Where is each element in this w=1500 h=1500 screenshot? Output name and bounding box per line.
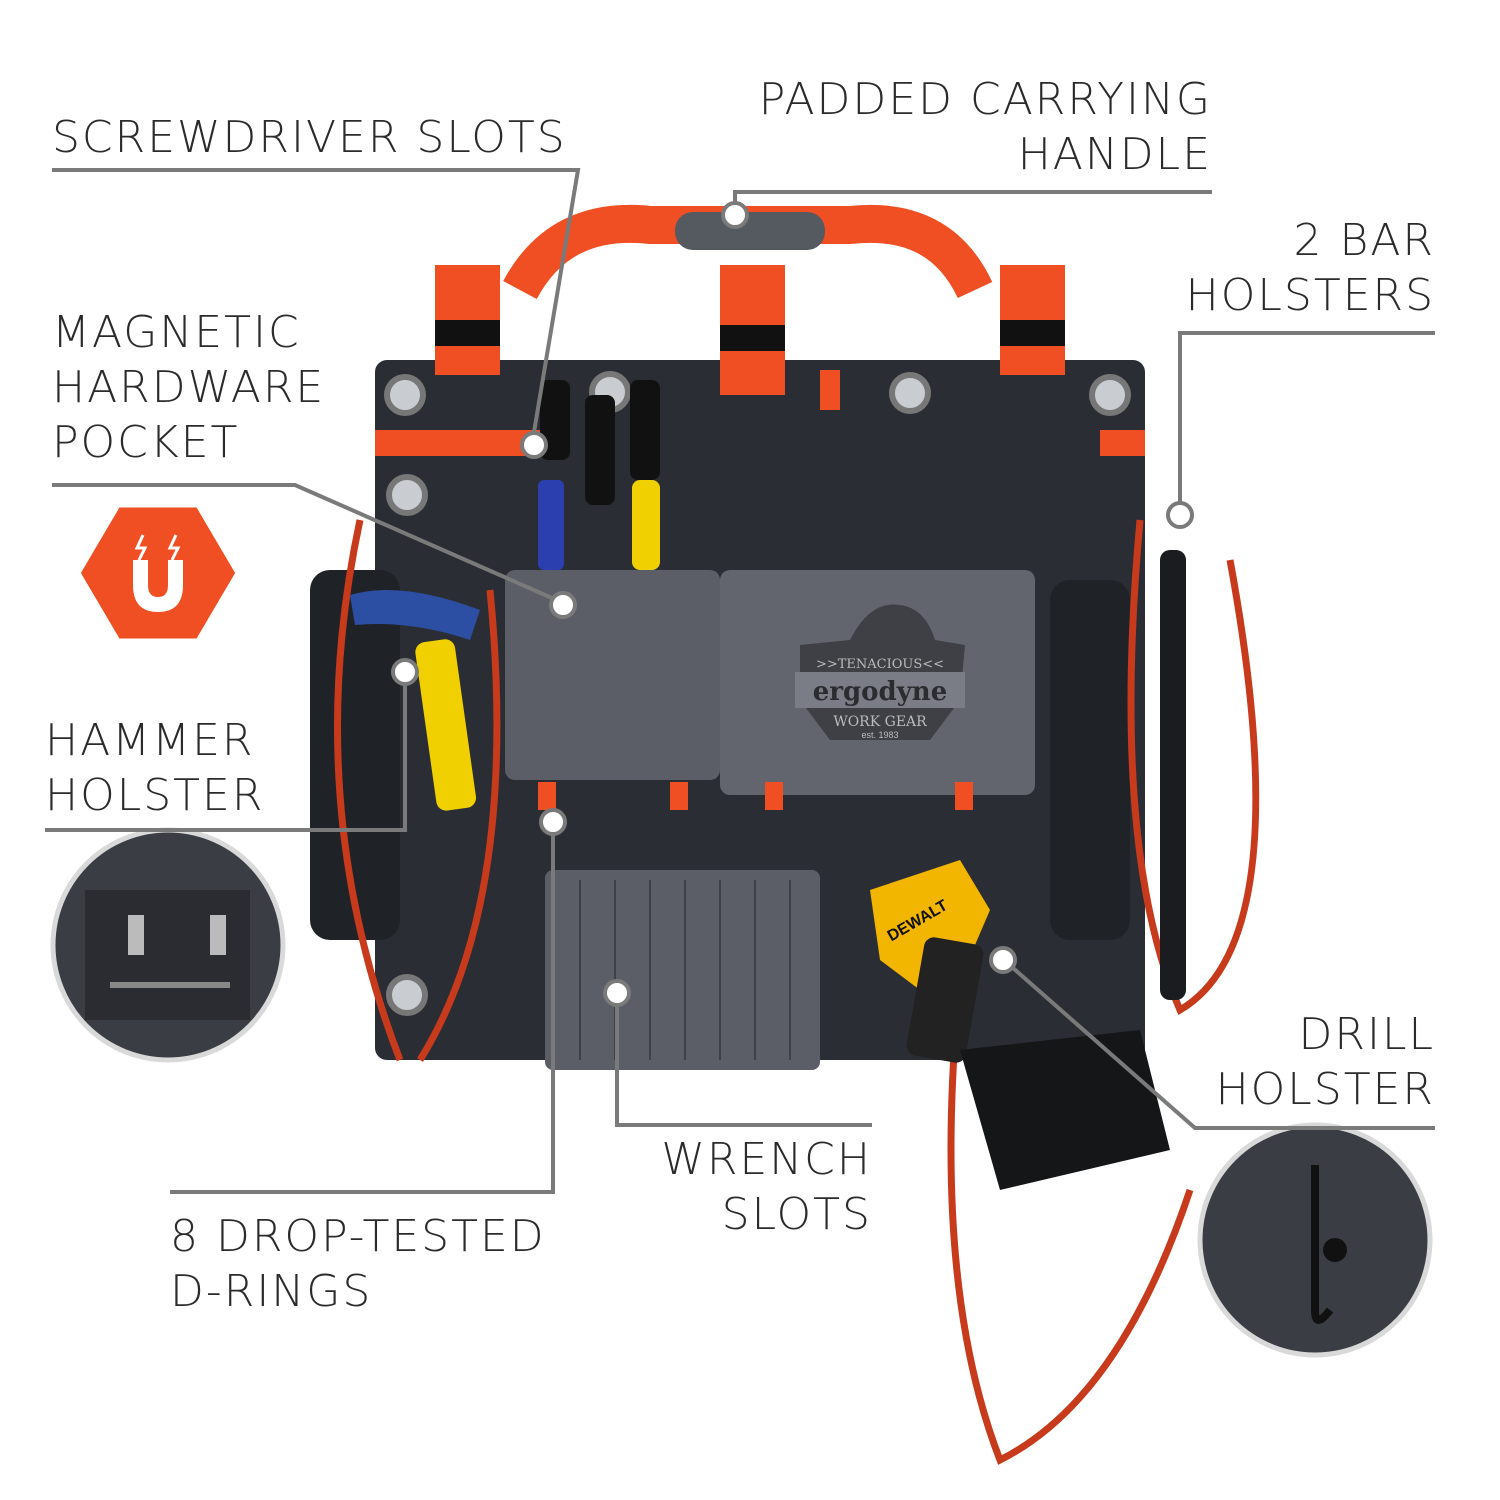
drill-holster-detail [1197,1122,1433,1358]
callout-markers [391,201,1194,1007]
magnetic-hardware-pocket [505,570,720,780]
coil-lanyards [334,519,1260,1465]
wrench-slot-pocket [545,870,820,1070]
drill-holster [960,1030,1170,1190]
d-rings [538,782,973,810]
side-roll [1050,580,1130,940]
svg-text:est. 1983: est. 1983 [861,730,898,740]
hammer [350,590,480,811]
svg-text:>>TENACIOUS<<: >>TENACIOUS<< [816,657,944,672]
grommets [384,371,1131,1016]
wrench-slot-seams [579,880,791,1060]
svg-text:WORK GEAR: WORK GEAR [833,714,927,730]
callout-screwdriver-slots: SCREWDRIVER SLOTS [52,112,567,163]
screwdrivers [538,380,660,570]
svg-text:ergodyne: ergodyne [813,677,948,707]
side-roll [310,570,400,940]
padded-handle-icon [675,212,825,250]
magnet-icon [75,502,241,644]
leader-lines [45,168,1435,1194]
pry-bar [1160,550,1186,1000]
ergodyne-logo: >>TENACIOUS<< ergodyne WORK GEAR est. 19… [795,604,965,740]
dewalt-drill: DEWALT [870,860,1170,1190]
velcro-patches [435,320,1065,351]
hammer-holster-detail [50,827,286,1063]
